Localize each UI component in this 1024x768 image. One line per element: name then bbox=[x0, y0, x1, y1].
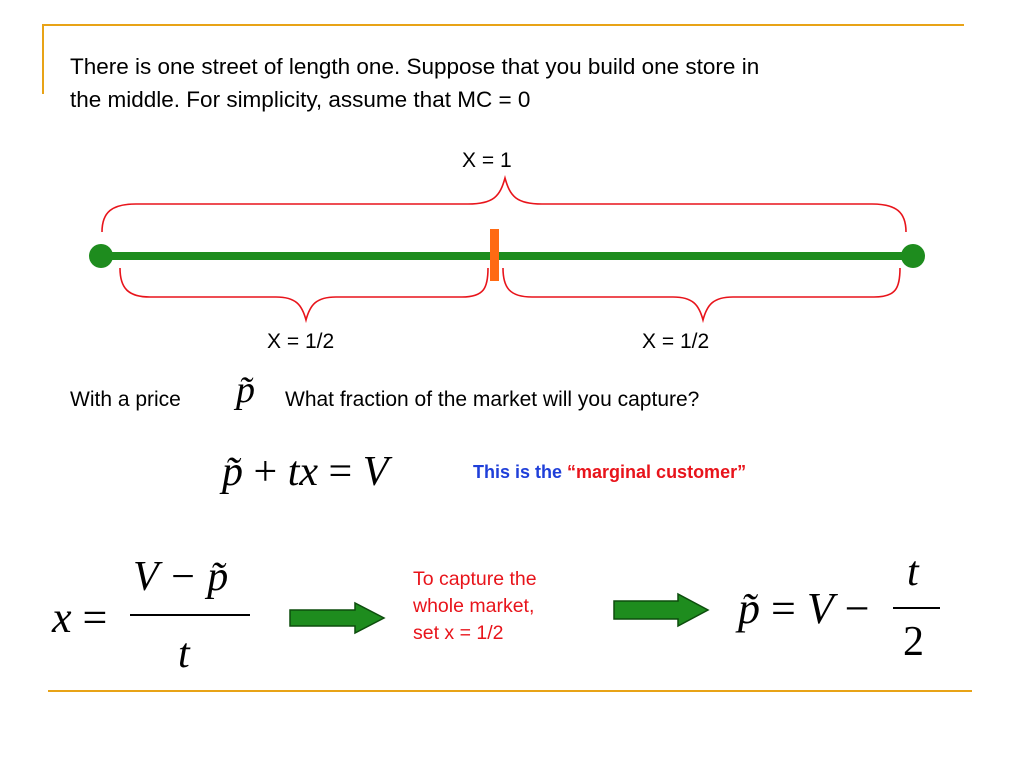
marginal-quote-close: ” bbox=[737, 462, 747, 482]
price-eq-equals: = bbox=[771, 584, 796, 633]
price-equation-lhs: p̃ = V − bbox=[738, 583, 870, 634]
intro-line-1: There is one street of length one. Suppo… bbox=[70, 54, 760, 79]
x-eq-equals: = bbox=[82, 593, 108, 642]
brace-right-half bbox=[502, 267, 901, 324]
intro-line-2: the middle. For simplicity, assume that … bbox=[70, 87, 531, 112]
price-eq-p-tilde: p̃ bbox=[738, 584, 760, 633]
x-eq-numerator: V − p̃ bbox=[133, 554, 229, 600]
intro-text: There is one street of length one. Suppo… bbox=[70, 50, 970, 116]
label-left-half: X = 1/2 bbox=[267, 330, 335, 353]
x-eq-denominator: t bbox=[178, 631, 190, 677]
brace-left-half bbox=[119, 267, 489, 324]
street-left-end bbox=[89, 244, 113, 268]
arrow-right-icon-2 bbox=[613, 592, 710, 628]
price-symbol: p̃ bbox=[236, 369, 255, 411]
marginal-equation: p̃ + tx = V bbox=[222, 448, 388, 496]
frame-left-rule bbox=[42, 24, 44, 94]
eq-equals: = bbox=[328, 449, 353, 495]
price-eq-v: V bbox=[806, 584, 834, 633]
capture-note: To capture the whole market, set x = 1/2 bbox=[413, 566, 537, 647]
marginal-highlight: marginal customer bbox=[576, 462, 738, 482]
eq-plus: + bbox=[253, 449, 278, 495]
frame-bottom-rule bbox=[48, 690, 972, 692]
store-marker bbox=[490, 229, 499, 281]
arrow-right-icon bbox=[289, 601, 386, 635]
marginal-customer-note: This is the “marginal customer” bbox=[473, 462, 746, 483]
street-right-end bbox=[901, 244, 925, 268]
capture-line-1: To capture the bbox=[413, 568, 537, 590]
eq-tx: tx bbox=[287, 449, 318, 495]
price-eq-denominator: 2 bbox=[903, 619, 924, 665]
capture-line-2: whole market, bbox=[413, 595, 535, 617]
brace-whole bbox=[101, 175, 907, 233]
label-whole-street: X = 1 bbox=[462, 149, 512, 172]
question-text: What fraction of the market will you cap… bbox=[285, 388, 700, 411]
marginal-quote-open: “ bbox=[567, 462, 577, 482]
label-right-half: X = 1/2 bbox=[642, 330, 710, 353]
x-eq-x: x bbox=[52, 593, 72, 642]
x-equation-lhs: x = bbox=[52, 592, 107, 643]
frame-top-rule bbox=[42, 24, 964, 26]
eq-v: V bbox=[362, 449, 389, 495]
price-eq-numerator: t bbox=[907, 549, 919, 595]
marginal-prefix: This is the bbox=[473, 462, 568, 482]
capture-line-3: set x = 1/2 bbox=[413, 622, 504, 644]
eq-p-tilde: p̃ bbox=[222, 449, 243, 495]
price-eq-minus: − bbox=[844, 584, 870, 633]
question-prefix: With a price bbox=[70, 388, 181, 411]
